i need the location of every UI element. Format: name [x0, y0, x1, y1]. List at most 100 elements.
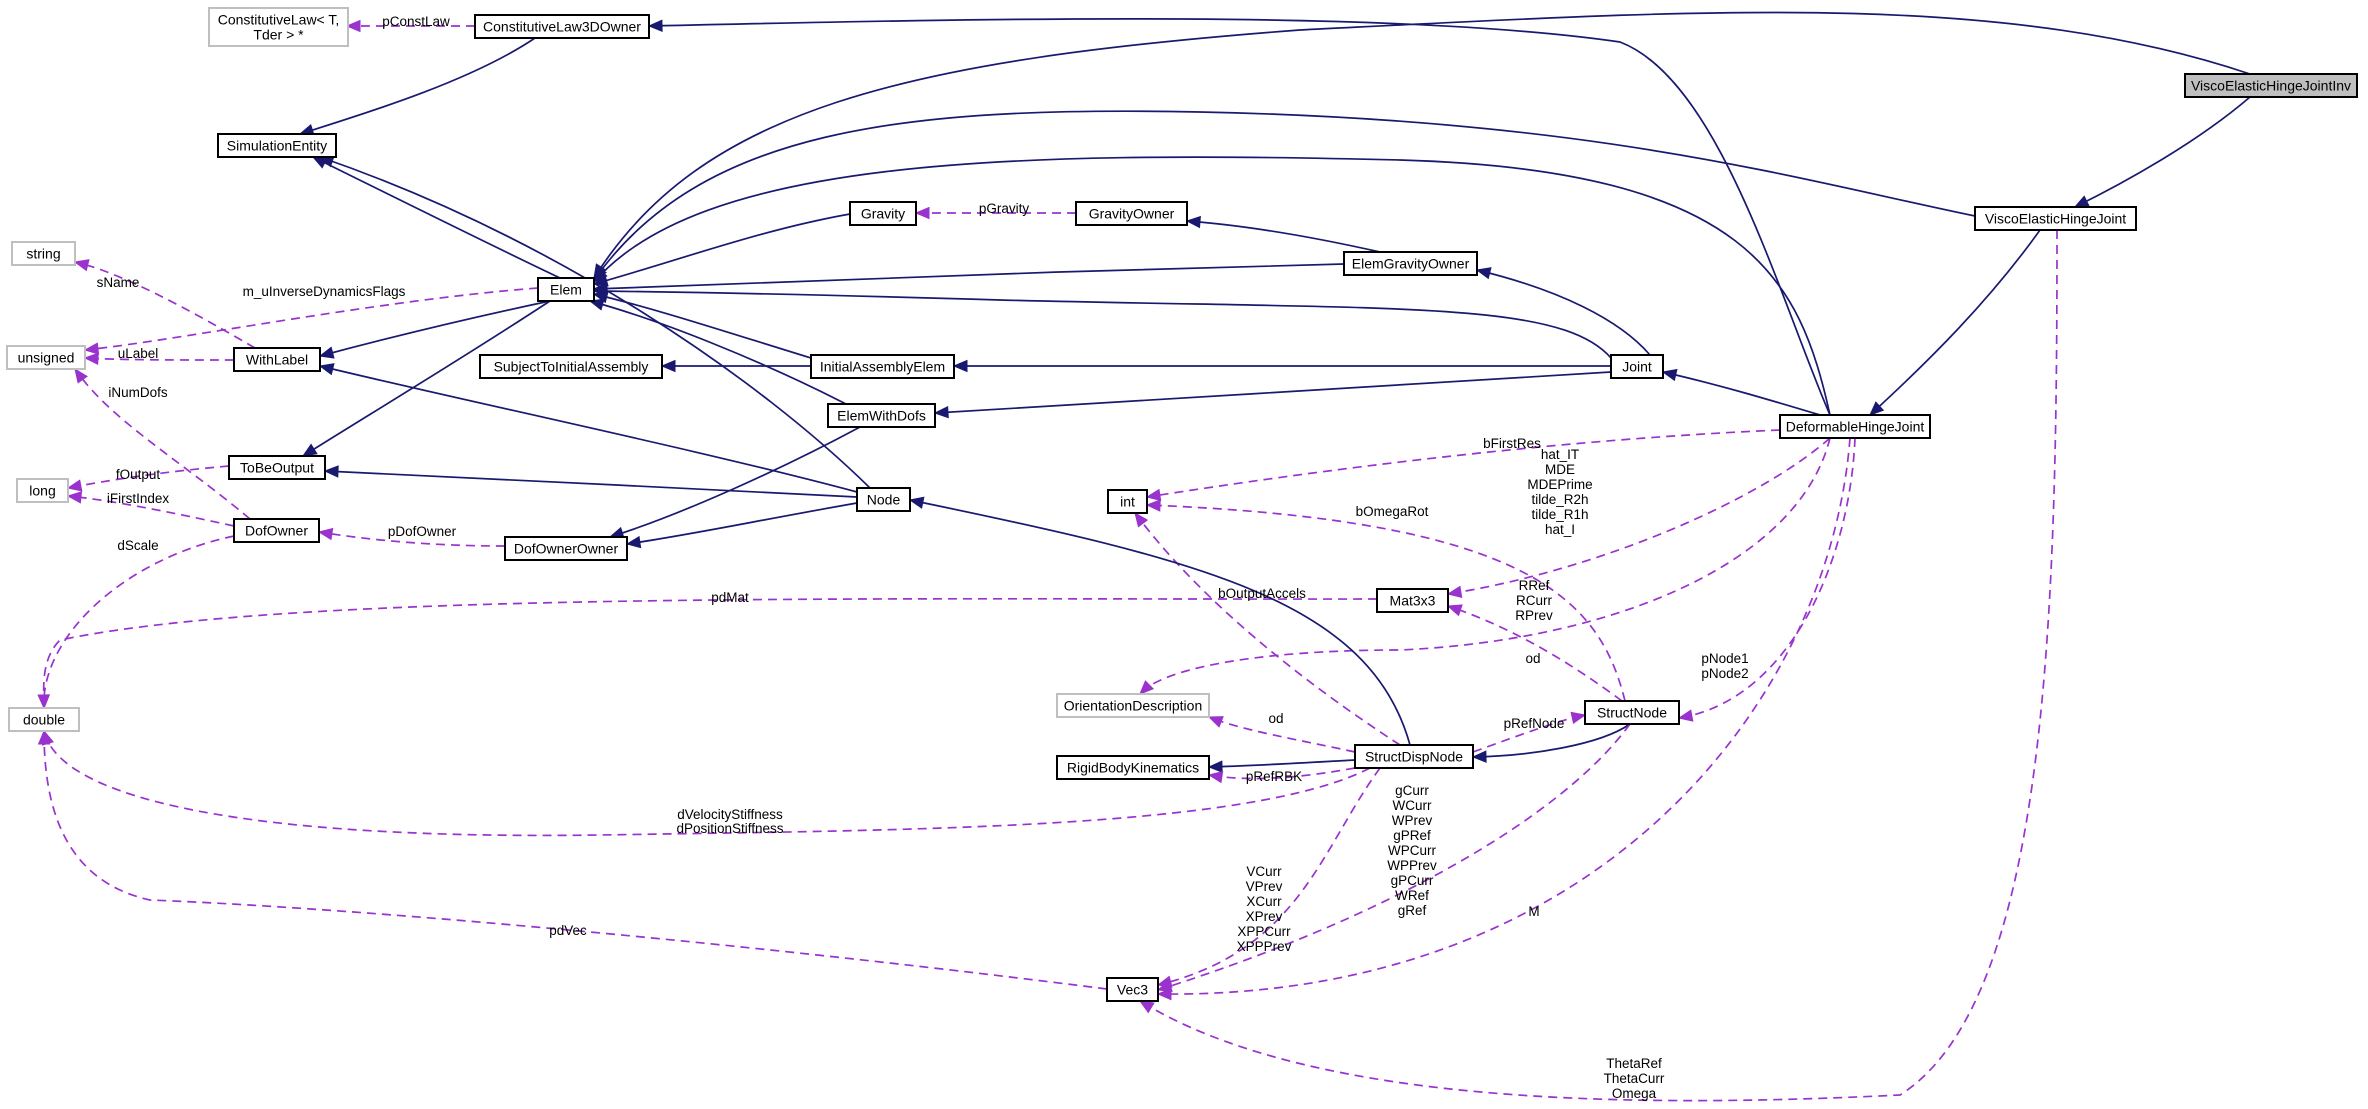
edge-line: [1134, 512, 1401, 746]
inheritance-edge-node-to-sim: [318, 155, 871, 489]
node-box: [16, 478, 69, 503]
edge-label-dhj-to-int: bFirstRes: [1483, 436, 1541, 451]
node-unsigned[interactable]: unsigned: [6, 345, 86, 370]
edge-line: [319, 365, 858, 493]
arrowhead: [323, 465, 339, 478]
node-int[interactable]: int: [1107, 489, 1148, 514]
node-with-label[interactable]: WithLabel: [233, 347, 321, 372]
node-orientation-description[interactable]: OrientationDescription: [1056, 693, 1210, 718]
usage-edge-dofowner-to-unsigned: [74, 367, 251, 520]
arrowhead: [1185, 215, 1201, 229]
node-to-be-output[interactable]: ToBeOutput: [228, 455, 326, 480]
node-box: [849, 201, 917, 226]
edge-line: [43, 535, 235, 709]
node-visco-elastic-hinge-joint-inv[interactable]: ViscoElasticHingeJointInv: [2184, 73, 2358, 98]
node-double[interactable]: double: [8, 707, 80, 732]
usage-edge-sdn-to-rbk-usage: [1207, 767, 1356, 784]
node-box: [1056, 693, 1210, 718]
usage-edge-structnode-to-mat: [1446, 604, 1623, 702]
edge-label-line: pRefNode: [1504, 716, 1565, 731]
node-constitutive-law3-downer[interactable]: ConstitutiveLaw3DOwner: [474, 14, 650, 39]
usage-edge-dhj-to-int: [1145, 429, 1781, 502]
inheritance-edge-vehj-to-dhj: [1869, 229, 2041, 416]
node-long[interactable]: long: [16, 478, 69, 503]
edge-label-line: pDofOwner: [388, 524, 457, 539]
node-joint[interactable]: Joint: [1610, 354, 1664, 379]
usage-edge-vehj-to-vec3: [1138, 229, 2058, 1102]
node-label: ViscoElasticHingeJointInv: [2191, 78, 2351, 94]
edge-label-sdn-to-structnode: pRefNode: [1504, 716, 1565, 731]
usage-edge-dhj-to-mat: [1446, 437, 1831, 599]
node-node[interactable]: Node: [856, 487, 911, 512]
node-rigid-body-kinematics[interactable]: RigidBodyKinematics: [1056, 755, 1210, 780]
node-box: [1584, 700, 1680, 725]
arrowhead: [2073, 195, 2090, 208]
arrowhead: [318, 363, 335, 376]
arrowhead: [1207, 770, 1224, 784]
node-mat3x3[interactable]: Mat3x3: [1376, 588, 1449, 613]
usage-edge-structnode-to-int: [1145, 499, 1626, 702]
node-elem-gravity-owner[interactable]: ElemGravityOwner: [1343, 251, 1478, 276]
arrowhead: [1475, 267, 1492, 280]
edge-line: [1146, 504, 1626, 702]
node-elem-with-dofs[interactable]: ElemWithDofs: [827, 403, 936, 428]
node-label: ElemWithDofs: [837, 408, 926, 424]
edge-label-line: bOmegaRot: [1356, 504, 1429, 519]
inheritance-edge-node-to-withlabel: [318, 363, 858, 493]
node-constitutive-law-t[interactable]: ConstitutiveLaw< T,Tder > *: [208, 7, 349, 47]
node-initial-assembly-elem[interactable]: InitialAssemblyElem: [810, 354, 955, 379]
edge-line: [324, 470, 858, 498]
node-gravity-owner[interactable]: GravityOwner: [1075, 201, 1188, 226]
edge-line: [593, 263, 1345, 290]
edge-label-line: WPCurr: [1388, 843, 1436, 858]
node-box: [11, 241, 76, 266]
edge-line: [67, 495, 235, 527]
node-string[interactable]: string: [11, 241, 76, 266]
usage-edge-sdn-to-structnode: [1472, 711, 1587, 753]
node-deformable-hinge-joint[interactable]: DeformableHingeJoint: [1779, 414, 1931, 439]
node-box: [856, 487, 911, 512]
edge-label-structnode-to-vec3: gCurrWCurrWPrevgPRefWPCurrWPPrevgPCurrWR…: [1387, 783, 1437, 918]
edge-line: [43, 730, 1371, 837]
node-dof-owner[interactable]: DofOwner: [233, 518, 320, 543]
edge-label-line: VCurr: [1246, 864, 1282, 879]
node-dof-owner-owner[interactable]: DofOwnerOwner: [504, 536, 628, 561]
edge-label-line: uLabel: [118, 346, 159, 361]
node-label: int: [1120, 494, 1135, 510]
node-box: [1610, 354, 1664, 379]
node-elem[interactable]: Elem: [537, 277, 595, 302]
inheritance-edge-joint-to-elem: [592, 284, 1612, 359]
node-label: ElemGravityOwner: [1352, 256, 1470, 272]
inheritance-edge-ewd-to-elem: [588, 298, 847, 405]
node-visco-elastic-hinge-joint[interactable]: ViscoElasticHingeJoint: [1974, 206, 2137, 231]
node-label: ConstitutiveLaw3DOwner: [483, 19, 641, 35]
node-simulation-entity[interactable]: SimulationEntity: [217, 133, 337, 158]
node-vec3[interactable]: Vec3: [1106, 977, 1159, 1002]
edge-line: [1139, 229, 2058, 1102]
node-label: double: [23, 712, 65, 728]
edge-line: [319, 300, 551, 357]
node-struct-node[interactable]: StructNode: [1584, 700, 1680, 725]
node-label: long: [29, 483, 55, 499]
edge-label-line: gRef: [1398, 903, 1427, 918]
node-box: [233, 518, 320, 543]
arrowhead: [317, 527, 334, 541]
edge-line: [318, 531, 506, 547]
arrowhead: [66, 491, 83, 504]
edge-line: [74, 261, 256, 349]
edge-line: [934, 371, 1612, 414]
edge-label-line: XPPPrev: [1237, 939, 1292, 954]
arrowhead: [66, 479, 83, 492]
inheritance-edge-ega-to-elem: [592, 263, 1345, 295]
node-gravity[interactable]: Gravity: [849, 201, 917, 226]
node-box: [1343, 251, 1478, 276]
node-box: [228, 455, 326, 480]
node-struct-disp-node[interactable]: StructDispNode: [1354, 744, 1474, 769]
node-subject-to-initial-assembly[interactable]: SubjectToInitialAssembly: [479, 354, 663, 379]
edge-line: [1662, 371, 1821, 416]
edge-label-line: RCurr: [1516, 593, 1553, 608]
edge-label-line: tilde_R1h: [1531, 507, 1588, 522]
node-box: [1107, 489, 1148, 514]
edge-label-line: XPPCurr: [1237, 924, 1291, 939]
